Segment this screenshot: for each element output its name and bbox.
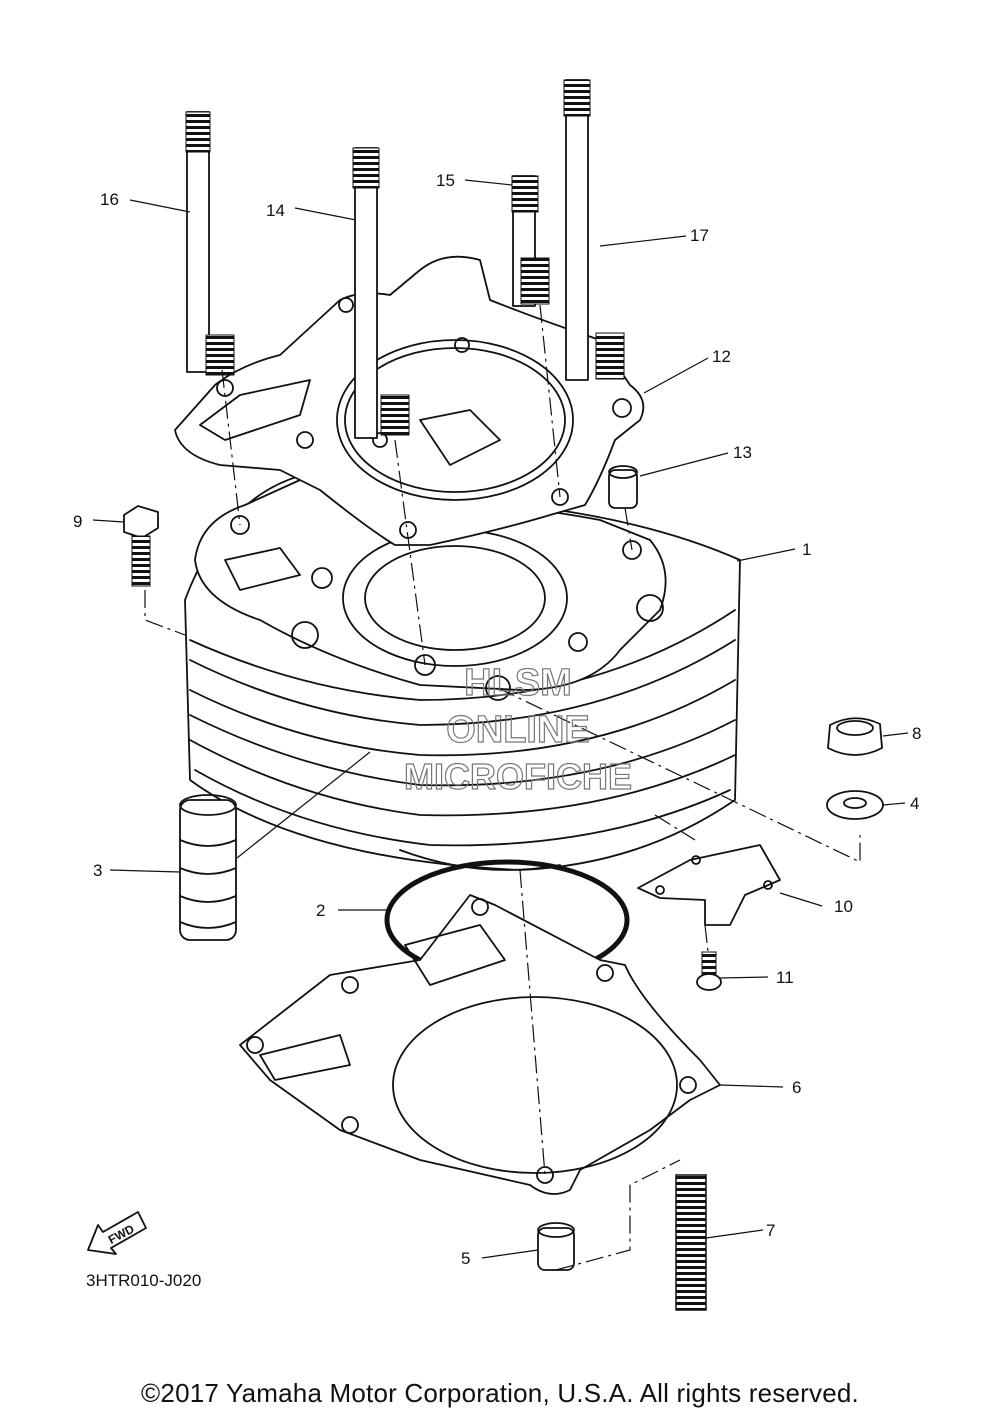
callout-2: 2 [316,901,325,920]
callout-13: 13 [733,443,752,462]
washer-4 [826,790,884,820]
callout-16: 16 [100,190,119,209]
dowel-pin-5 [537,1222,575,1271]
callout-10: 10 [834,897,853,916]
callout-14: 14 [266,201,285,220]
callout-1: 1 [802,540,811,559]
callout-7: 7 [766,1221,775,1240]
cylinder-part [184,469,741,871]
callout-8: 8 [912,724,921,743]
callout-4: 4 [910,794,919,813]
bracket-10 [637,844,781,926]
watermark: HLSM ONLINE MICROFICHE [403,661,632,797]
nut-8 [827,717,883,756]
watermark-line-1: HLSM [464,662,572,704]
fwd-arrow-icon: FWD [87,1211,147,1255]
callout-labels: 16 14 15 17 12 13 9 1 8 4 3 2 10 11 6 7 … [73,171,921,1268]
copyright-notice: ©2017 Yamaha Motor Corporation, U.S.A. A… [141,1378,859,1408]
callout-6: 6 [792,1078,801,1097]
watermark-line-3: MICROFICHE [404,756,632,797]
bolt-11 [696,951,722,991]
stud-bolt-17 [563,79,625,381]
dowel-pin-13 [608,465,638,509]
leader-lines [92,179,909,1259]
base-gasket-part [239,894,721,1195]
callout-5: 5 [461,1249,470,1268]
assembly-lines [144,304,861,1271]
callout-11: 11 [776,968,794,987]
stud-bolt-7 [675,1174,707,1311]
callout-12: 12 [712,347,731,366]
stud-bolt-15 [511,175,550,307]
stud-bolt-14 [352,147,410,439]
callout-17: 17 [690,226,709,245]
bolt-9 [123,505,159,587]
callout-15: 15 [436,171,455,190]
callout-9: 9 [73,512,82,531]
drawing-code: 3HTR010-J020 [86,1271,201,1290]
callout-3: 3 [93,861,102,880]
stud-bolt-16 [185,111,235,376]
watermark-line-2: ONLINE [446,709,590,751]
dowel-pin-3 [179,794,237,941]
